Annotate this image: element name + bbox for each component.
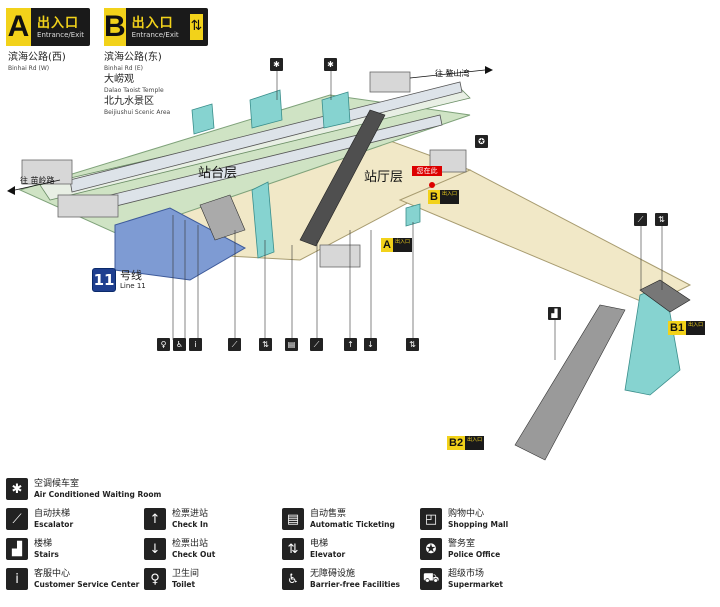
line-11-number: 11 xyxy=(92,268,116,292)
service-center-icon: i xyxy=(189,338,202,351)
exit-b-cn: 出入口 xyxy=(131,16,174,31)
police-icon: ✪ xyxy=(420,538,442,560)
ticket-machine-icon: ▤ xyxy=(285,338,298,351)
line-11-label: 11 号线 Line 11 xyxy=(92,268,146,292)
building-left-1 xyxy=(21,159,73,185)
you-are-here-marker xyxy=(429,182,435,188)
dest-a-1: 滨海公路(西) Binhai Rd (W) xyxy=(8,52,66,72)
toilet-icon: ♀ xyxy=(144,568,166,590)
legend-item-supermarket: ⛟ 超级市场 Supermarket xyxy=(420,568,503,590)
exit-a-letter: A xyxy=(6,8,32,46)
cart-icon: ⛟ xyxy=(420,568,442,590)
wheelchair-icon: ♿ xyxy=(282,568,304,590)
direction-right-label: 往 鳌山湾 xyxy=(435,69,470,78)
exit-a-cn: 出入口 xyxy=(37,16,80,31)
check-in-icon: ↑ xyxy=(344,338,357,351)
check-out-icon: ↓ xyxy=(364,338,377,351)
map-exit-a: A 出入口 xyxy=(381,238,412,252)
legend-item-customer-service: i 客服中心 Customer Service Center xyxy=(6,568,139,590)
line11-block xyxy=(114,207,247,281)
legend-item-ac-waiting-room: ✱ 空调候车室 Air Conditioned Waiting Room xyxy=(6,478,161,500)
elevator-icon: ⇅ xyxy=(406,338,419,351)
you-are-here-label: 您在此 xyxy=(416,167,438,175)
dest-b-2: 大崂观 Dalao Taoist Temple xyxy=(104,74,164,94)
legend-item-check-out: ↓ 检票出站 Check Out xyxy=(144,538,215,560)
dest-b-3: 北九水景区 Beijiushui Scenic Area xyxy=(104,96,171,116)
stairs-b1 xyxy=(514,304,626,461)
legend-item-toilet: ♀ 卫生间 Toilet xyxy=(144,568,199,590)
escalator-main xyxy=(299,109,386,247)
concourse-level-label: 站厅层 xyxy=(364,170,404,185)
legend-item-check-in: ↑ 检票进站 Check In xyxy=(144,508,208,530)
shopping-bag-icon: ◰ xyxy=(420,508,442,530)
map-exit-b1: B1 出入口 xyxy=(668,321,706,335)
elevator-icon: ⇅ xyxy=(259,338,272,351)
legend-item-stairs: ▟ 楼梯 Stairs xyxy=(6,538,59,560)
legend-item-escalator: ⟋ 自动扶梯 Escalator xyxy=(6,508,73,530)
snowflake-icon: ✱ xyxy=(6,478,28,500)
stairs-icon: ▟ xyxy=(548,307,561,320)
elevator-shaft-5 xyxy=(191,103,215,135)
map-exit-b2: B2 出入口 xyxy=(447,436,485,450)
legend-item-shopping-mall: ◰ 购物中心 Shopping Mall xyxy=(420,508,508,530)
map-exit-b: B 出入口 xyxy=(428,190,459,204)
check-in-icon: ↑ xyxy=(144,508,166,530)
escalator-icon: ⟋ xyxy=(228,338,241,351)
elevator-icon: ⇅ xyxy=(655,213,668,226)
police-icon: ✪ xyxy=(475,135,488,148)
exit-a-en: Entrance/Exit xyxy=(37,31,84,39)
legend-item-barrier-free: ♿ 无障碍设施 Barrier-free Facilities xyxy=(282,568,400,590)
exit-b-badge: B 出入口 Entrance/Exit ⇅ xyxy=(104,8,208,46)
stairs-platform xyxy=(199,194,246,241)
elevator-icon: ⇅ xyxy=(189,14,203,40)
elevator-shaft-3 xyxy=(321,91,351,129)
building-right xyxy=(369,71,411,93)
direction-left-label: 往 苗岭路 xyxy=(20,176,55,185)
ticket-machine-icon: ▤ xyxy=(282,508,304,530)
dest-b-1: 滨海公路(东) Binhai Rd (E) xyxy=(104,52,162,72)
legend-item-automatic-ticketing: ▤ 自动售票 Automatic Ticketing xyxy=(282,508,395,530)
elevator-shaft-2 xyxy=(249,89,283,129)
exit-a-badge: A 出入口 Entrance/Exit xyxy=(6,8,90,46)
platform-level-label: 站台层 xyxy=(198,166,238,181)
escalator-icon: ⟋ xyxy=(6,508,28,530)
line-11-en: Line 11 xyxy=(120,282,146,290)
legend-item-police-office: ✪ 警务室 Police Office xyxy=(420,538,500,560)
elevator-shaft-6 xyxy=(405,203,421,227)
check-out-icon: ↓ xyxy=(144,538,166,560)
line-11-cn: 号线 xyxy=(120,269,142,282)
station-diagram xyxy=(7,66,692,461)
wheelchair-icon: ♿ xyxy=(173,338,186,351)
snowflake-icon: ✱ xyxy=(324,58,337,71)
legend-item-elevator: ⇅ 电梯 Elevator xyxy=(282,538,345,560)
snowflake-icon: ✱ xyxy=(270,58,283,71)
toilet-icon: ♀ xyxy=(157,338,170,351)
escalator-b1 xyxy=(639,279,691,313)
elevator-shaft-1 xyxy=(251,181,275,259)
building-left-2 xyxy=(57,194,119,218)
building-mid xyxy=(319,244,361,268)
service-center-icon: i xyxy=(6,568,28,590)
escalator-icon: ⟋ xyxy=(634,213,647,226)
stairs-icon: ▟ xyxy=(6,538,28,560)
exit-b-en: Entrance/Exit xyxy=(131,31,179,39)
exit-b-letter: B xyxy=(104,8,126,46)
concourse-corridor xyxy=(398,169,692,306)
elevator-icon: ⇅ xyxy=(282,538,304,560)
escalator-icon: ⟋ xyxy=(310,338,323,351)
